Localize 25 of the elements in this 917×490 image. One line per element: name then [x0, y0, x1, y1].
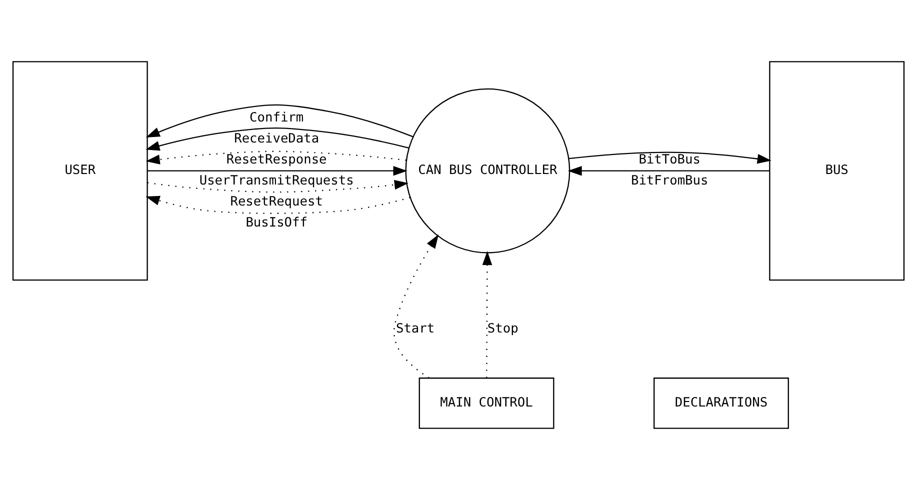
node-circle: CAN BUS CONTROLLER [405, 88, 570, 254]
arrow [568, 166, 770, 176]
edge-label: ResetRequest [230, 194, 323, 210]
arrow [482, 251, 492, 378]
edge-label: BitFromBus [630, 174, 708, 189]
edge-label: UserTransmitRequests [199, 174, 354, 189]
arrow [146, 104, 414, 138]
edge-label: BitToBus [638, 152, 700, 168]
edge-label: ReceiveData [234, 132, 320, 147]
node-box: BUS [769, 61, 905, 281]
node-box: DECLARATIONS [654, 378, 789, 429]
arrow [146, 128, 409, 151]
edge-label: ResetResponse [226, 152, 327, 168]
edge-label: Start [396, 321, 435, 336]
arrow [147, 180, 408, 193]
edge-label: Confirm [250, 110, 304, 126]
arrow [394, 234, 439, 378]
node-box: MAIN CONTROL [418, 378, 554, 429]
arrow [568, 152, 772, 164]
arrow [146, 196, 410, 214]
edge-label: BusIsOff [246, 216, 308, 231]
node-box: USER [12, 61, 148, 281]
arrow [146, 150, 406, 164]
arrow [147, 166, 408, 176]
edge-label: Stop [487, 321, 518, 336]
